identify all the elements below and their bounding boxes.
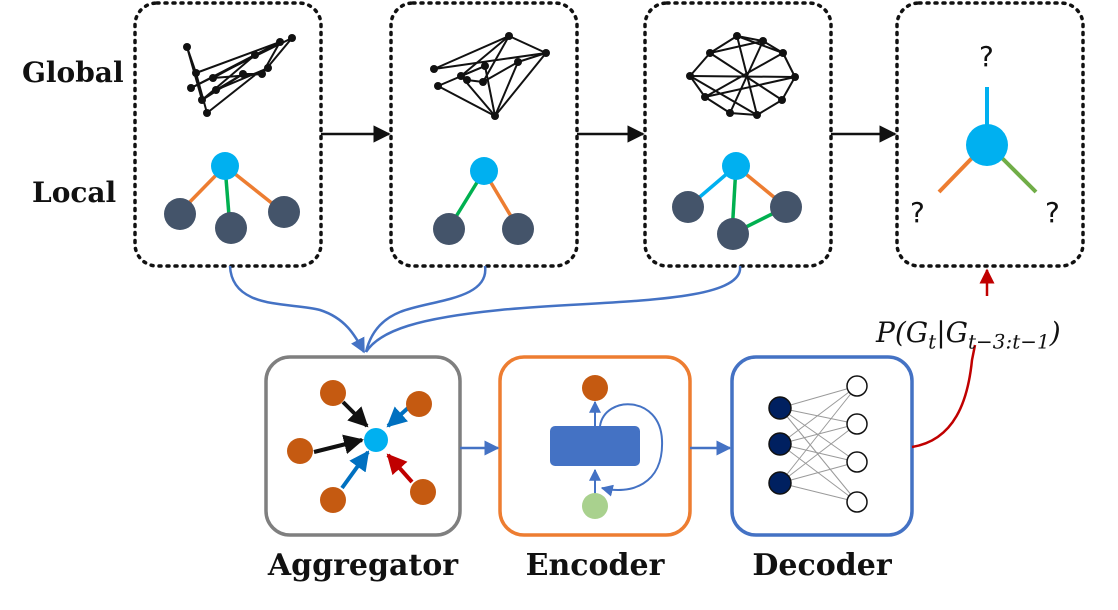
- prediction-node-center: [966, 124, 1008, 166]
- global-1-node: [251, 51, 259, 59]
- local-1-node-dark: [215, 212, 247, 244]
- formula-sub-range: t−3:t−1: [968, 329, 1050, 354]
- formula-main: P(G: [876, 316, 929, 349]
- global-1-node: [183, 43, 191, 51]
- global-3-node: [791, 73, 799, 81]
- probability-formula: P(Gt|Gt−3:t−1): [876, 316, 1061, 354]
- global-2-node: [514, 58, 522, 66]
- snapshot-box-2: [389, 1, 579, 268]
- global-2-node: [463, 76, 471, 84]
- local-3-node-center: [722, 152, 750, 180]
- global-1-node: [264, 64, 272, 72]
- aggregator-center-node: [364, 428, 388, 452]
- global-2-node: [542, 49, 550, 57]
- global-1-node: [258, 70, 266, 78]
- global-3-node: [706, 49, 714, 57]
- global-3-node: [686, 72, 694, 80]
- aggregator-neighbor-node: [320, 380, 346, 406]
- global-2-node: [434, 82, 442, 90]
- decoder-output-node: [846, 375, 868, 397]
- decoder-input-node: [768, 396, 792, 420]
- local-1-node-center: [211, 152, 239, 180]
- snapshot-box-prediction: [895, 1, 1085, 268]
- question-mark-right: ?: [1045, 196, 1060, 229]
- global-graph-3: [689, 35, 796, 116]
- local-1-node-dark: [268, 196, 300, 228]
- snapshot-box-3: [643, 1, 833, 268]
- global-3-node: [733, 32, 741, 40]
- aggregator-box: [264, 355, 462, 537]
- decoder-output-node: [846, 491, 868, 513]
- global-graph-2: [433, 35, 547, 117]
- aggregator-neighbor-node: [406, 391, 432, 417]
- aggregator-diagram: [287, 380, 436, 513]
- decoder-diagram: [768, 375, 868, 513]
- global-2-node: [491, 112, 499, 120]
- global-2-node: [505, 32, 513, 40]
- encoder-output-node: [582, 375, 608, 401]
- global-1-node: [212, 86, 220, 94]
- global-3-node: [759, 37, 767, 45]
- global-3-node: [753, 111, 761, 119]
- local-graph-3: [672, 152, 802, 250]
- global-2-node: [479, 78, 487, 86]
- aggregator-neighbor-node: [320, 487, 346, 513]
- question-mark-left: ?: [910, 196, 925, 229]
- global-1-node: [203, 109, 211, 117]
- global-1-node: [187, 84, 195, 92]
- global-3-node: [778, 96, 786, 104]
- global-3-node: [701, 93, 709, 101]
- aggregator-neighbor-node: [287, 438, 313, 464]
- stage-label-decoder: Decoder: [752, 548, 892, 583]
- local-2-node-dark: [502, 213, 534, 245]
- encoder-block: [550, 426, 640, 466]
- local-3-node-dark: [770, 191, 802, 223]
- global-1-node: [276, 38, 284, 46]
- global-3-node: [726, 109, 734, 117]
- decoder-input-node: [768, 432, 792, 456]
- prediction-arrow: [911, 344, 977, 449]
- stage-label-aggregator: Aggregator: [267, 548, 459, 583]
- global-1-node: [198, 96, 206, 104]
- global-3-node: [779, 49, 787, 57]
- decoder-box: [730, 355, 914, 537]
- aggregator-neighbor-node: [410, 479, 436, 505]
- prediction-graph: [937, 87, 1038, 194]
- formula-close: ): [1049, 316, 1061, 349]
- global-1-node: [288, 34, 296, 42]
- flow-curve-3: [364, 265, 742, 353]
- encoder-box: [498, 355, 692, 537]
- formula-bar: |G: [936, 316, 968, 349]
- formula-sub-t: t: [928, 329, 937, 354]
- question-mark-top: ?: [979, 40, 994, 73]
- global-1-node: [209, 74, 217, 82]
- local-2-node-center: [470, 157, 498, 185]
- local-3-node-dark: [717, 218, 749, 250]
- local-1-node-dark: [164, 198, 196, 230]
- row-label-local: Local: [32, 176, 117, 209]
- stage-label-encoder: Encoder: [525, 548, 665, 583]
- local-graph-1: [164, 152, 300, 244]
- global-2-node: [481, 62, 489, 70]
- global-2-node: [457, 72, 465, 80]
- local-2-node-dark: [433, 213, 465, 245]
- global-1-node: [192, 69, 200, 77]
- encoder-diagram: [550, 375, 664, 519]
- local-graph-2: [433, 157, 534, 245]
- decoder-output-node: [846, 451, 868, 473]
- flow-curve-2: [364, 265, 487, 353]
- decoder-input-node: [768, 471, 792, 495]
- flow-curve-1: [228, 265, 366, 354]
- global-1-node: [239, 70, 247, 78]
- global-2-node: [430, 65, 438, 73]
- row-label-global: Global: [22, 56, 124, 89]
- local-3-node-dark: [672, 191, 704, 223]
- encoder-input-node: [582, 493, 608, 519]
- decoder-output-node: [846, 413, 868, 435]
- snapshot-box-1: [133, 1, 323, 268]
